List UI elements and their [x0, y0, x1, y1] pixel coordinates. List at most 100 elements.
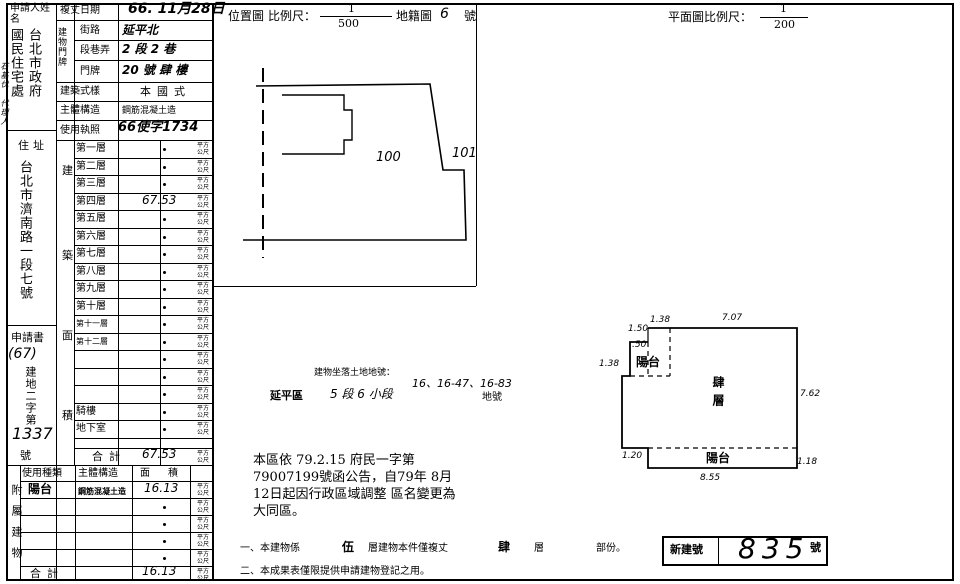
- footer-total-floors: 伍: [342, 540, 355, 554]
- new-building-suffix: 號: [810, 541, 821, 554]
- plan-scale-label: 平面圖比例尺：: [668, 10, 753, 24]
- divider: [56, 3, 57, 581]
- attached-area: 16.13: [144, 481, 179, 495]
- applicant-name: 國民住宅處: [8, 28, 23, 98]
- dim-top-main: 7.07: [722, 313, 743, 323]
- attached-total-label: 合計: [30, 567, 64, 580]
- floor-label: 第十二層: [76, 336, 108, 346]
- document-sheet: [6, 3, 954, 581]
- floor-label: 騎樓: [76, 405, 96, 417]
- area-unit: 平方公尺: [197, 282, 210, 296]
- new-building-number-box: [662, 536, 828, 566]
- area-label-4: 積: [62, 409, 73, 422]
- land-suffix: 地號: [482, 392, 502, 403]
- divider: [6, 465, 212, 466]
- footer-surveyed-floor: 肆: [498, 540, 511, 554]
- divider: [6, 130, 56, 131]
- structure-value: 鋼筋混凝土造: [122, 106, 177, 116]
- floor-label: 第一層: [76, 143, 106, 154]
- attached-use: 陽台: [28, 482, 53, 496]
- floor-area-empty-marker: [163, 235, 166, 239]
- divider: [212, 3, 214, 581]
- section-label: 段巷弄: [80, 45, 110, 56]
- area-unit: 平方公尺: [197, 142, 210, 156]
- address-value: 台北市濟南路一段七號: [17, 160, 32, 300]
- floor-label: 第三層: [76, 178, 106, 189]
- land-district: 延平區: [270, 389, 303, 402]
- area-unit: 平方公尺: [197, 500, 210, 514]
- new-building-label: 新建號: [670, 543, 703, 556]
- plan-scale-den: 200: [774, 18, 795, 31]
- divider: [118, 3, 119, 465]
- attached-total-value: 16.13: [142, 564, 177, 578]
- applicant-stamp: 石基伐 代理人: [0, 62, 9, 126]
- style-label: 建築式樣: [60, 86, 100, 97]
- street-value: 延平北: [122, 23, 159, 37]
- area-unit: 平方公尺: [197, 551, 210, 565]
- land-section: 5 段 6 小段: [330, 387, 393, 401]
- address-label: 住址: [18, 139, 48, 152]
- cadastral-label: 地籍圖: [396, 9, 433, 23]
- divider: [476, 3, 477, 286]
- location-scale-label: 比例尺：: [268, 9, 317, 23]
- floor-area-empty-marker: [163, 340, 166, 344]
- dim-step-a: 1.50: [628, 324, 649, 334]
- floor-label: 第二層: [76, 160, 106, 172]
- dim-bottom-left: 1.20: [622, 451, 643, 461]
- floor-label: 地下室: [76, 423, 106, 434]
- building-address-label: 建物門牌: [58, 28, 68, 68]
- cadastral-value: 6: [440, 6, 449, 22]
- copy-date-label: 複丈日期: [60, 5, 100, 16]
- area-unit: 平方公尺: [197, 422, 210, 436]
- floor-area-empty-marker: [163, 253, 166, 256]
- floor-area-empty-marker: [163, 428, 166, 431]
- floor-area-empty-marker: [163, 410, 166, 414]
- applicant-org: 台北市政府: [26, 28, 41, 98]
- footer-line1-tail: 部份。: [596, 543, 626, 554]
- area-label-3: 面: [62, 329, 73, 342]
- area-unit: 平方公尺: [197, 483, 210, 497]
- floor-label: 第八層: [76, 265, 106, 277]
- door-value: 20 號 肆 樓: [122, 63, 188, 77]
- lot-a-label: 100: [376, 150, 401, 165]
- attached-structure: 鋼筋混凝土造: [78, 486, 126, 496]
- area-label-1: 建: [62, 164, 73, 177]
- area-unit: 平方公尺: [197, 369, 210, 384]
- floor-area-empty-marker: [163, 323, 166, 326]
- dim-right: 7.62: [800, 389, 821, 399]
- divider: [74, 3, 75, 465]
- area-unit: 平方公尺: [197, 247, 210, 261]
- floor-area-empty-marker: [163, 358, 166, 361]
- floor-area-empty-marker: [163, 393, 166, 396]
- license-value: 66使字1734: [118, 120, 199, 135]
- attached-empty-marker: [163, 540, 166, 543]
- footer-line1-mid: 層建物本件僅複丈: [368, 543, 448, 554]
- floor-area-empty-marker: [163, 148, 166, 151]
- land-title: 建物坐落土地地號：: [314, 368, 396, 378]
- number-suffix: 號: [464, 9, 477, 23]
- attached-use-label: 使用種類: [22, 468, 62, 479]
- location-scale-num: 1: [348, 2, 355, 15]
- attached-empty-marker: [163, 523, 166, 526]
- floor-area-empty-marker: [163, 165, 166, 169]
- floor-label: 肆層: [711, 376, 725, 412]
- attached-label: 附屬建物: [10, 484, 23, 568]
- floor-area-empty-marker: [163, 183, 166, 186]
- dim-side-left: 1.38: [599, 359, 620, 369]
- balcony-label-bottom: 陽台: [706, 451, 731, 465]
- floor-area-empty-marker: [163, 288, 166, 291]
- floor-area-empty-marker: [163, 270, 166, 274]
- total-label: 合計: [92, 450, 126, 463]
- area-unit: 平方公尺: [197, 334, 210, 349]
- divider: [212, 286, 476, 287]
- application-label: 申請書: [11, 331, 44, 344]
- area-unit: 平方公尺: [197, 194, 210, 209]
- total-value: 67.53: [142, 447, 177, 461]
- footer-line1-prefix: 一、本建物係: [240, 543, 300, 554]
- location-scale-den: 500: [338, 17, 359, 30]
- area-unit: 平方公尺: [197, 387, 210, 401]
- attached-empty-marker: [163, 506, 166, 509]
- area-unit: 平方公尺: [197, 229, 210, 244]
